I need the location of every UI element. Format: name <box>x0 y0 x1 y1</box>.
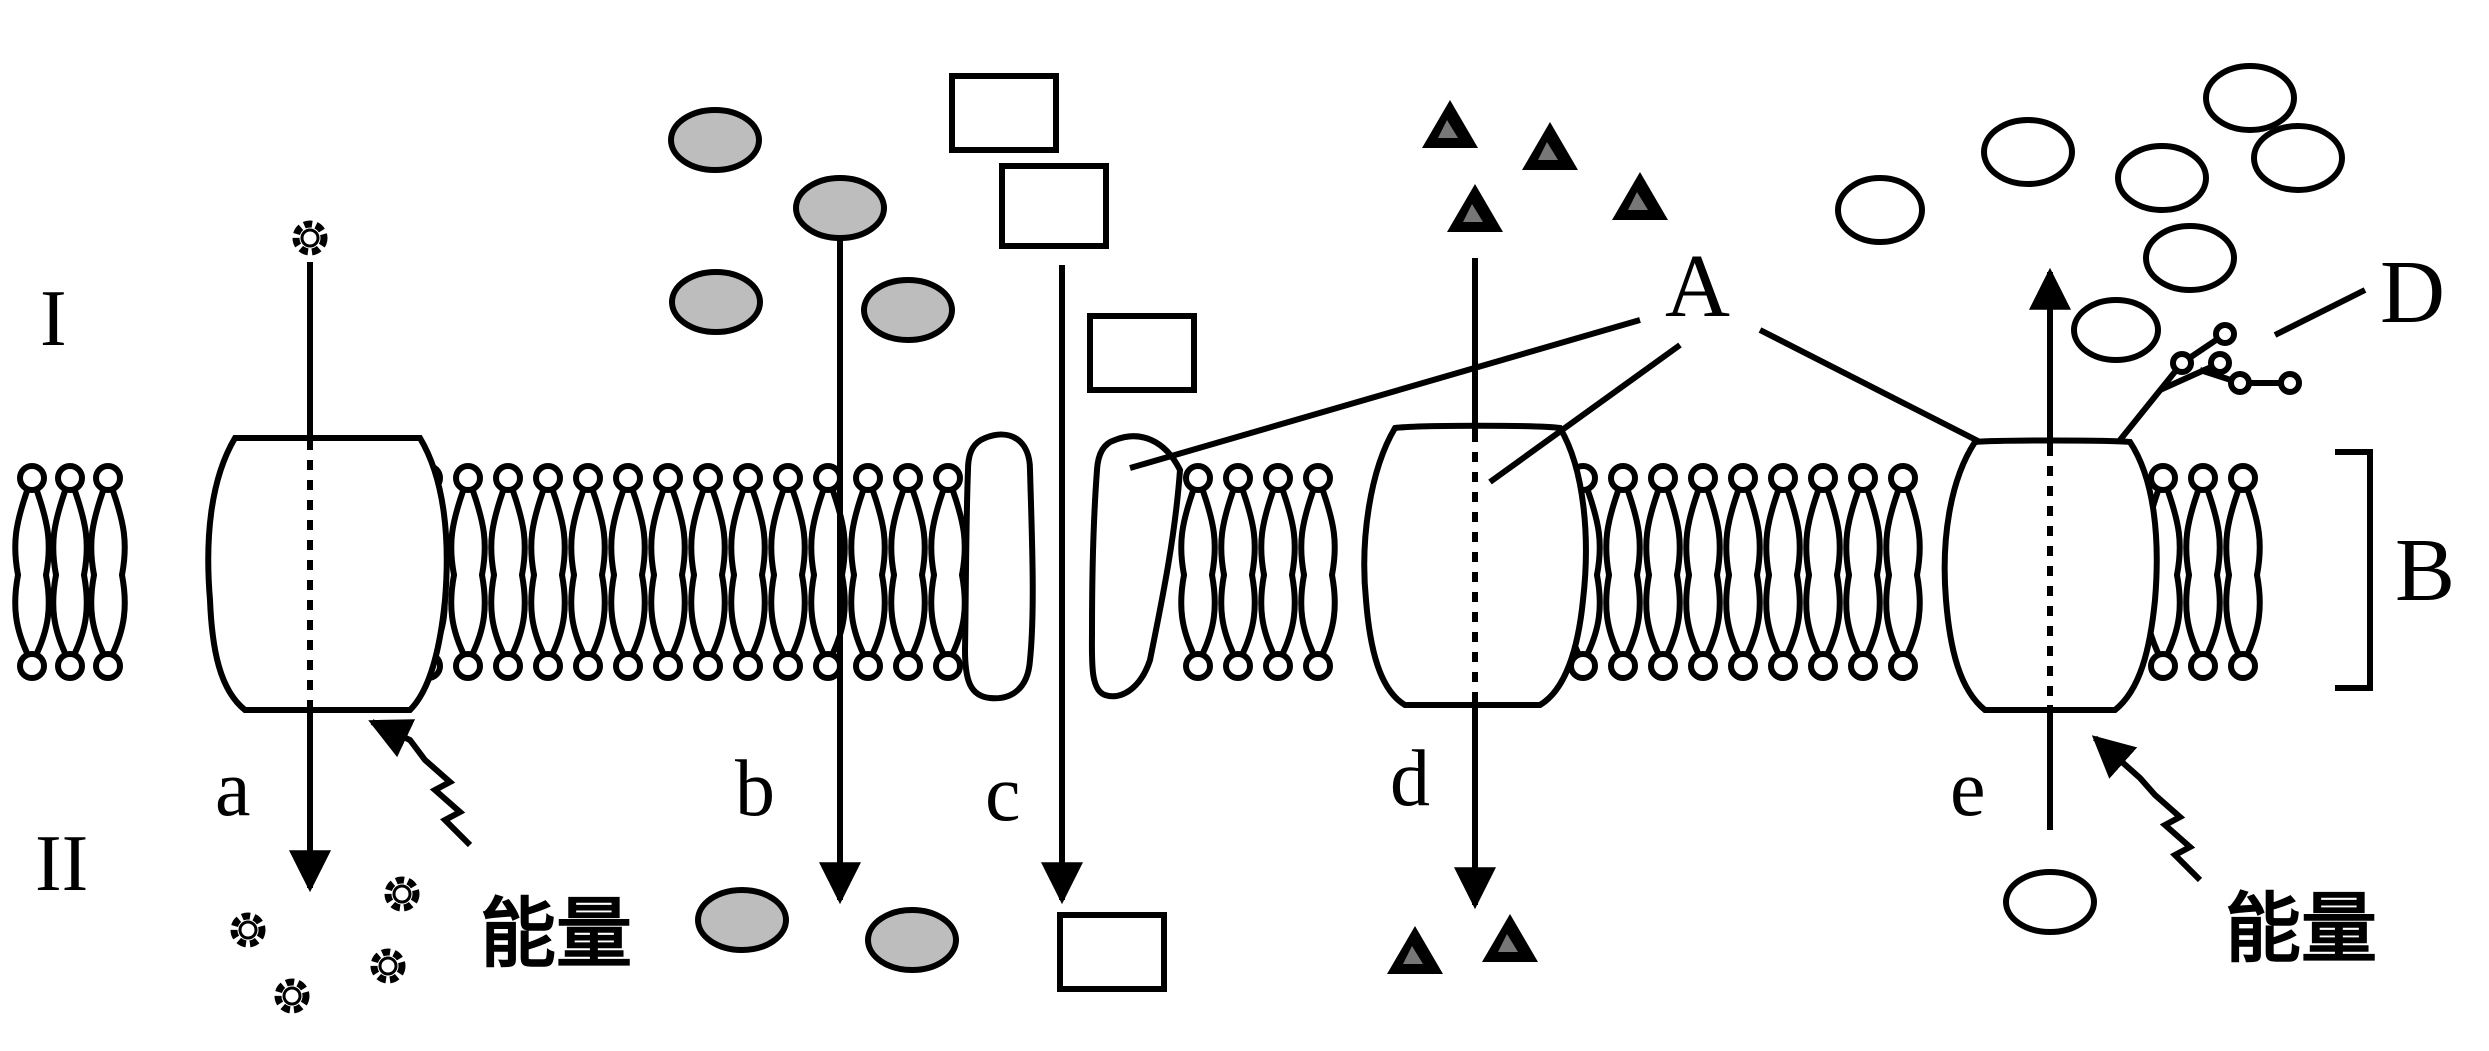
outer-side-label: I <box>40 275 67 363</box>
particle-b-5 <box>695 887 789 953</box>
particle-a-outer <box>296 224 324 252</box>
particle-e-8 <box>2003 869 2097 935</box>
glycoprotein-chain <box>2117 322 2302 442</box>
label-protein: A <box>1665 237 1730 336</box>
particle-d-3 <box>1447 184 1503 232</box>
label-a-pointers <box>1129 317 1982 485</box>
bilayer-bracket <box>2335 449 2373 691</box>
particles-c <box>949 73 1197 992</box>
label-glycoprotein: D <box>2380 243 2445 342</box>
particle-a-inner-2 <box>388 880 416 908</box>
carrier-protein-d <box>1361 422 1589 708</box>
lipid-group-5 <box>2146 466 2260 678</box>
particle-d-6 <box>1482 914 1538 962</box>
lipid-group-3 <box>1181 466 1335 678</box>
particle-a-inner-3 <box>278 982 306 1010</box>
carrier-protein-a <box>205 434 450 713</box>
particle-c-2 <box>999 163 1109 249</box>
particle-a-inner-4 <box>374 952 402 980</box>
particle-e-3 <box>2115 143 2209 213</box>
particle-e-1 <box>1835 175 1925 245</box>
transport-arrows <box>289 235 2071 910</box>
particle-d-4 <box>1612 172 1668 220</box>
particle-d-1 <box>1422 100 1478 148</box>
energy-arrow-left <box>368 719 473 848</box>
energy-label-right: 能量 <box>2225 884 2377 973</box>
energy-label-left: 能量 <box>480 889 632 978</box>
particle-c-3 <box>1087 313 1197 393</box>
process-label-b: b <box>735 745 775 833</box>
particle-e-4 <box>2203 63 2297 133</box>
particle-b-4 <box>861 277 955 343</box>
particle-d-2 <box>1522 122 1578 170</box>
lipid-group-1 <box>15 466 125 678</box>
particle-e-6 <box>2143 223 2237 293</box>
particle-b-1 <box>668 107 762 173</box>
process-label-e: e <box>1950 745 1986 833</box>
channel-protein-left <box>961 431 1036 702</box>
process-label-d: d <box>1390 735 1430 823</box>
particle-e-7 <box>2071 297 2161 363</box>
particle-c-1 <box>949 73 1059 153</box>
process-label-a: a <box>215 745 251 833</box>
particle-b-2 <box>793 175 887 241</box>
process-label-c: c <box>985 750 1021 838</box>
lipid-group-4 <box>1566 466 1920 678</box>
particle-a-inner-1 <box>234 916 262 944</box>
particle-d-5 <box>1387 926 1443 974</box>
particle-b-3 <box>669 269 763 335</box>
particle-e-5 <box>2251 123 2345 193</box>
energy-arrow-right <box>2091 735 2203 883</box>
label-d-pointer <box>2273 287 2367 338</box>
particles-e <box>1835 63 2345 935</box>
channel-protein-right <box>1088 433 1184 700</box>
particles-b <box>668 107 959 973</box>
particle-e-2 <box>1981 117 2075 187</box>
particle-c-4 <box>1057 912 1167 992</box>
label-bilayer: B <box>2395 521 2455 620</box>
particle-b-6 <box>865 907 959 973</box>
inner-side-label: II <box>35 820 88 908</box>
